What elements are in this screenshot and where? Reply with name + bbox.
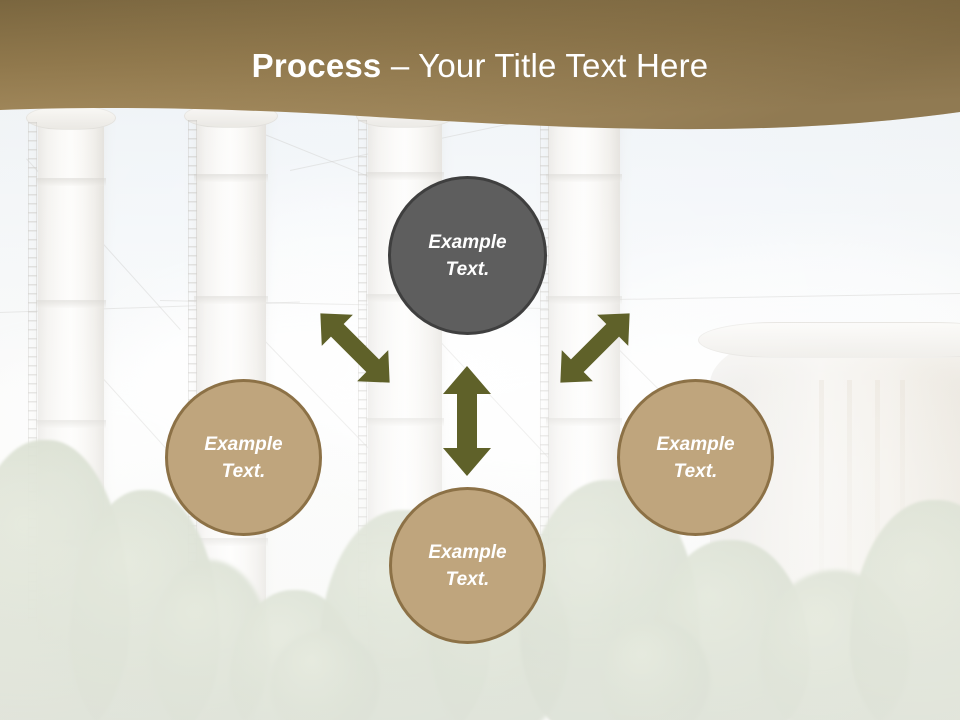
node-bottom-label-line1: Example [428, 541, 507, 563]
title-rest-part: – Your Title Text Here [381, 47, 709, 84]
header-shape [0, 0, 960, 130]
connector-hub-to-left [320, 313, 390, 383]
header-banner: Process – Your Title Text Here [0, 0, 960, 132]
node-bottom-label-line2: Text. [445, 568, 490, 590]
connector-hub-to-bottom [443, 366, 491, 476]
node-right-label-line2: Text. [673, 460, 718, 482]
node-left-label-line1: Example [204, 433, 283, 455]
hub-node-center[interactable]: Example Text. [388, 176, 547, 335]
node-right-label-line1: Example [656, 433, 735, 455]
hub-node-label-line1: Example [428, 231, 507, 253]
node-left-label-line2: Text. [221, 460, 266, 482]
node-bottom[interactable]: Example Text. [389, 487, 546, 644]
node-left[interactable]: Example Text. [165, 379, 322, 536]
connector-hub-to-right [560, 313, 630, 383]
hub-node-label-line2: Text. [445, 258, 490, 280]
node-right[interactable]: Example Text. [617, 379, 774, 536]
page-title: Process – Your Title Text Here [0, 46, 960, 86]
title-bold-part: Process [251, 47, 382, 84]
